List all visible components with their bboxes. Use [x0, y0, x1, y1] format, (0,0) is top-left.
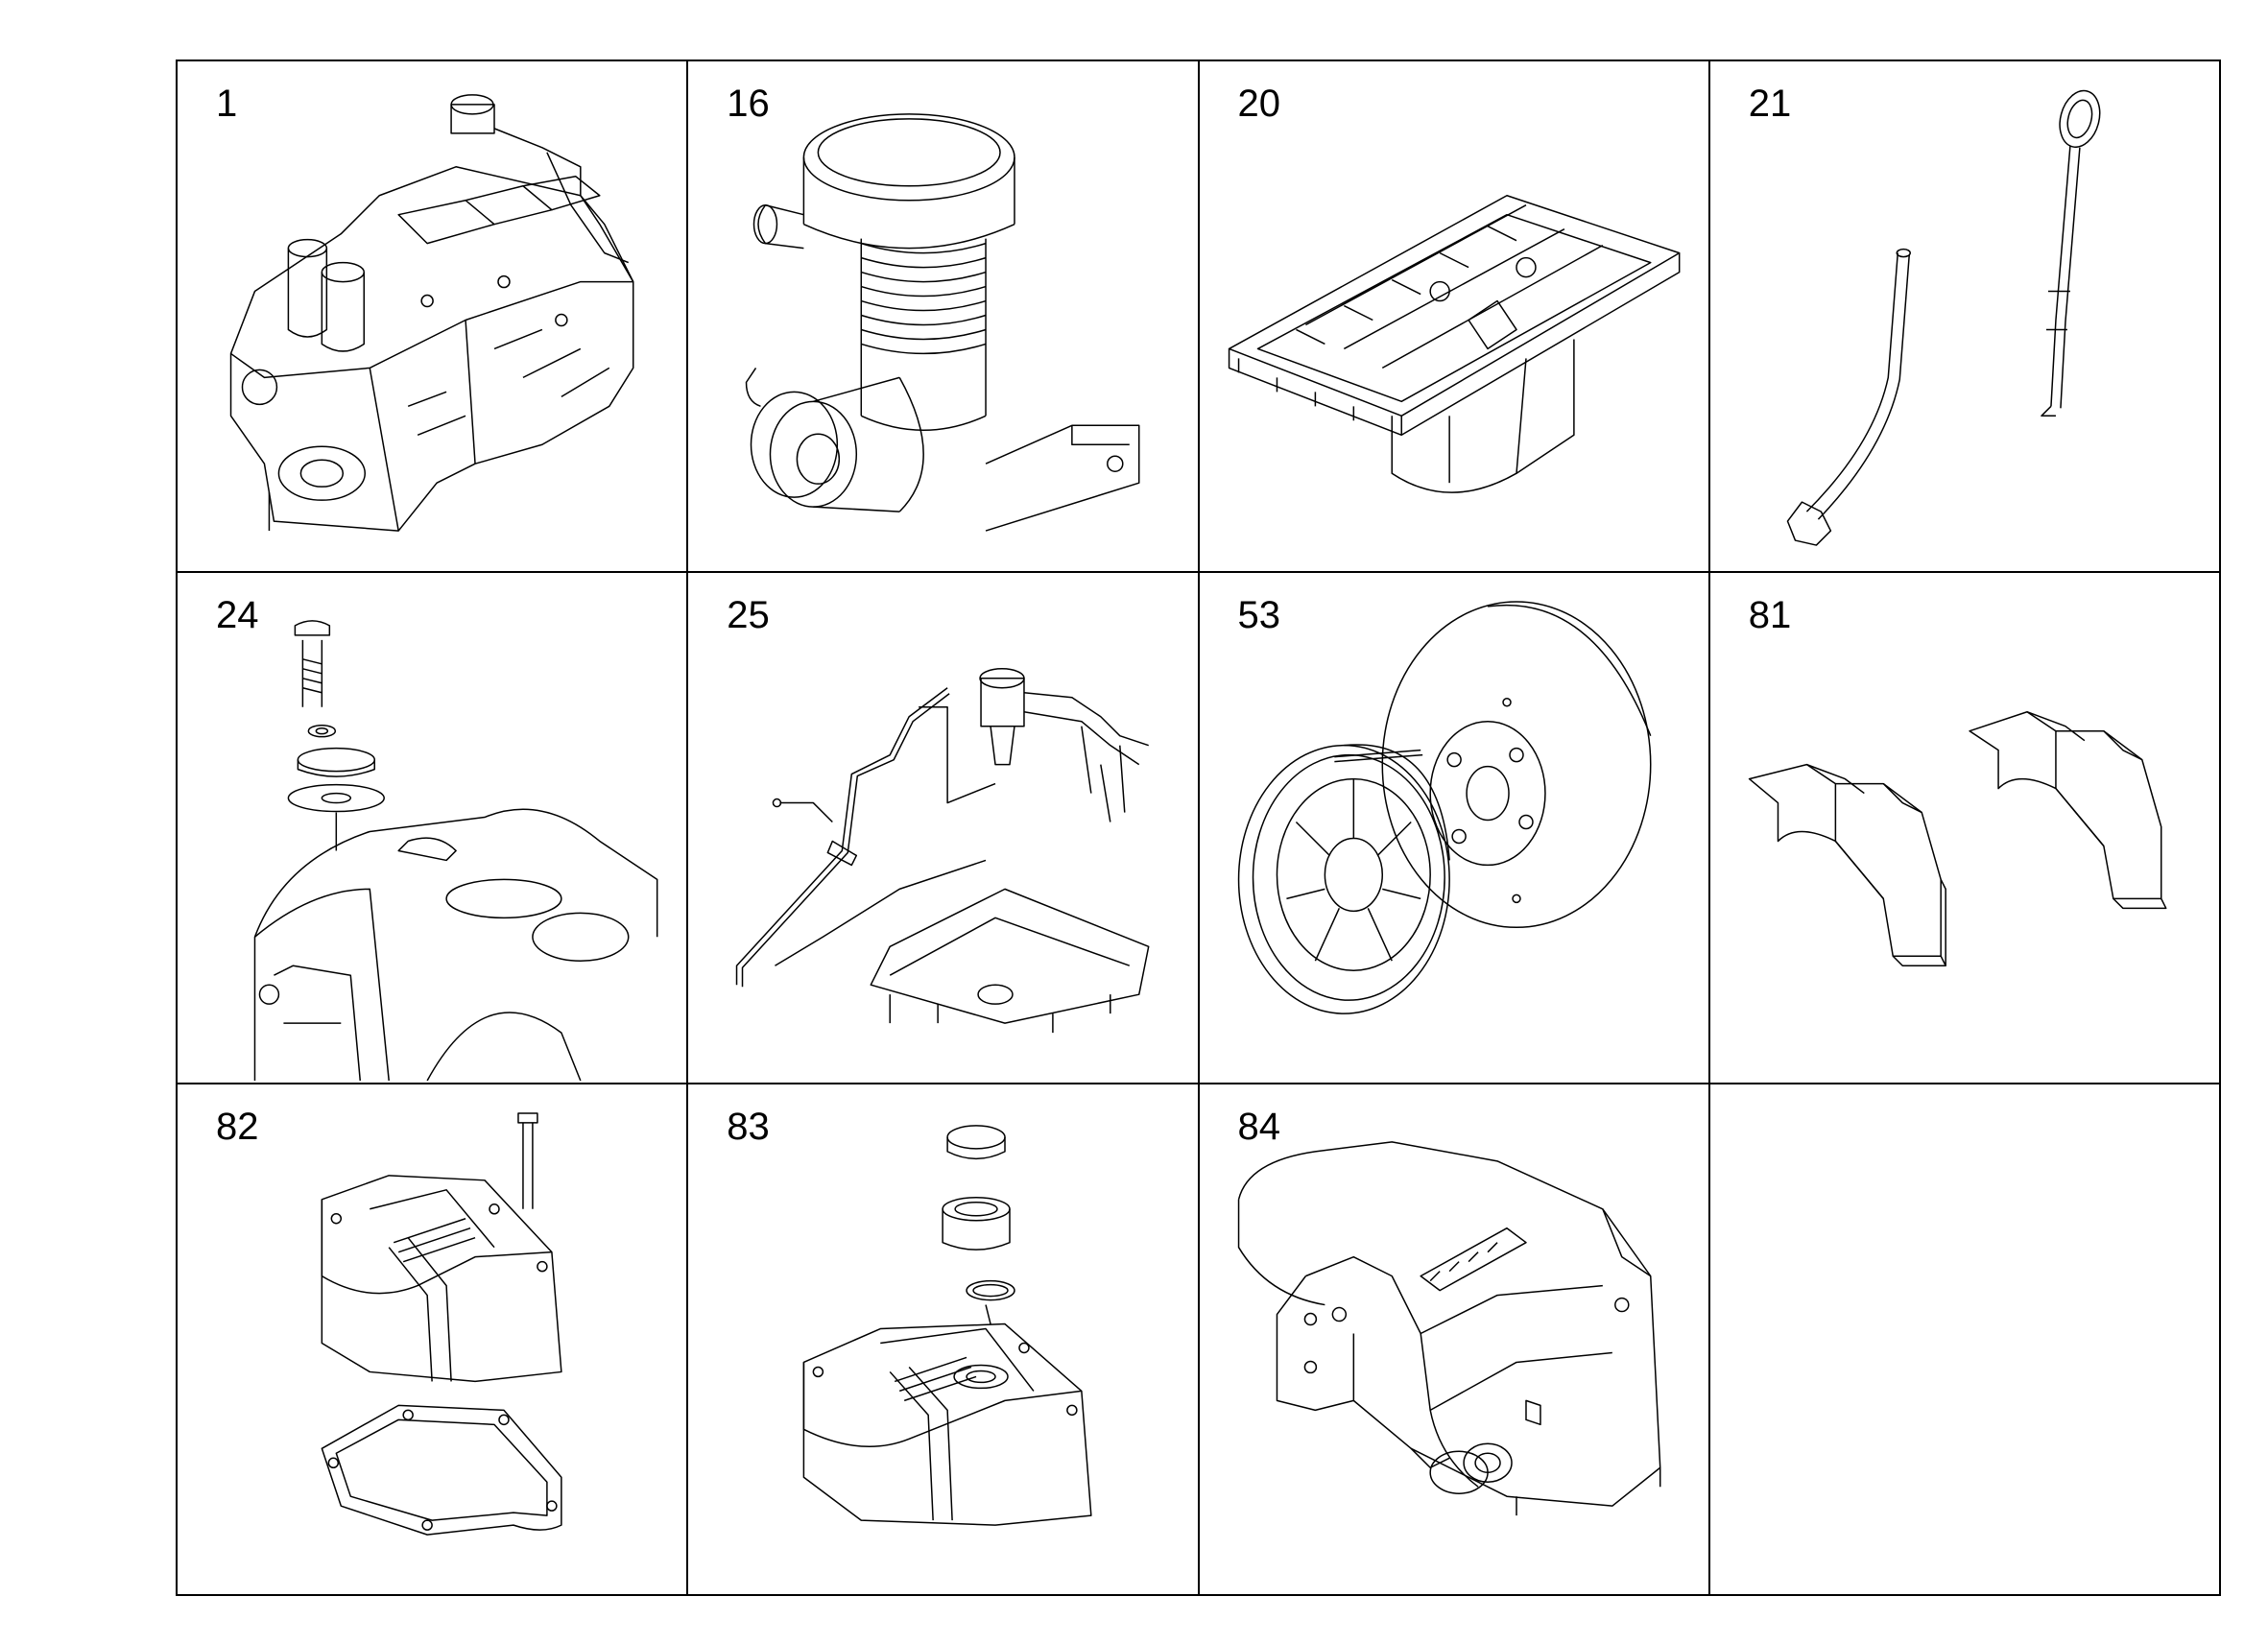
- part-number: 16: [727, 83, 770, 125]
- part-number: 53: [1237, 594, 1281, 636]
- engine-block-illustration: [178, 61, 686, 571]
- cover-plate-illustration: [178, 573, 686, 1083]
- air-filter-illustration: [688, 61, 1197, 571]
- part-number: 82: [216, 1106, 259, 1148]
- valve-cover-cap-illustration: [688, 1084, 1197, 1594]
- dipstick-illustration: [1710, 61, 2219, 571]
- part-number: 24: [216, 594, 259, 636]
- part-cell[interactable]: 21: [1709, 61, 2221, 573]
- part-number: 81: [1748, 594, 1792, 636]
- intake-cover-illustration: [1200, 1084, 1708, 1594]
- part-cell[interactable]: 25: [688, 573, 1200, 1084]
- parts-grid: 1 16: [176, 60, 2221, 1596]
- part-number: 21: [1748, 83, 1792, 125]
- oil-pan-frame-illustration: [1200, 61, 1708, 571]
- part-cell[interactable]: 24: [178, 573, 689, 1084]
- part-cell[interactable]: 83: [688, 1084, 1200, 1596]
- breather-line-illustration: [688, 573, 1197, 1083]
- part-cell[interactable]: 53: [1199, 573, 1710, 1084]
- part-number: 83: [727, 1106, 770, 1148]
- lifting-eyes-illustration: [1710, 573, 2219, 1083]
- part-cell[interactable]: 20: [1199, 61, 1710, 573]
- part-number: 84: [1237, 1106, 1281, 1148]
- part-cell[interactable]: 81: [1709, 573, 2221, 1084]
- empty-cell: [1709, 1084, 2221, 1596]
- part-cell[interactable]: 1: [178, 61, 689, 573]
- part-number: 1: [216, 83, 238, 125]
- damper-pulley-illustration: [1200, 573, 1708, 1083]
- part-cell[interactable]: 16: [688, 61, 1200, 573]
- part-cell[interactable]: 84: [1199, 1084, 1710, 1596]
- part-cell[interactable]: 82: [178, 1084, 689, 1596]
- part-number: 20: [1237, 83, 1281, 125]
- part-number: 25: [727, 594, 770, 636]
- valve-cover-gasket-illustration: [178, 1084, 686, 1594]
